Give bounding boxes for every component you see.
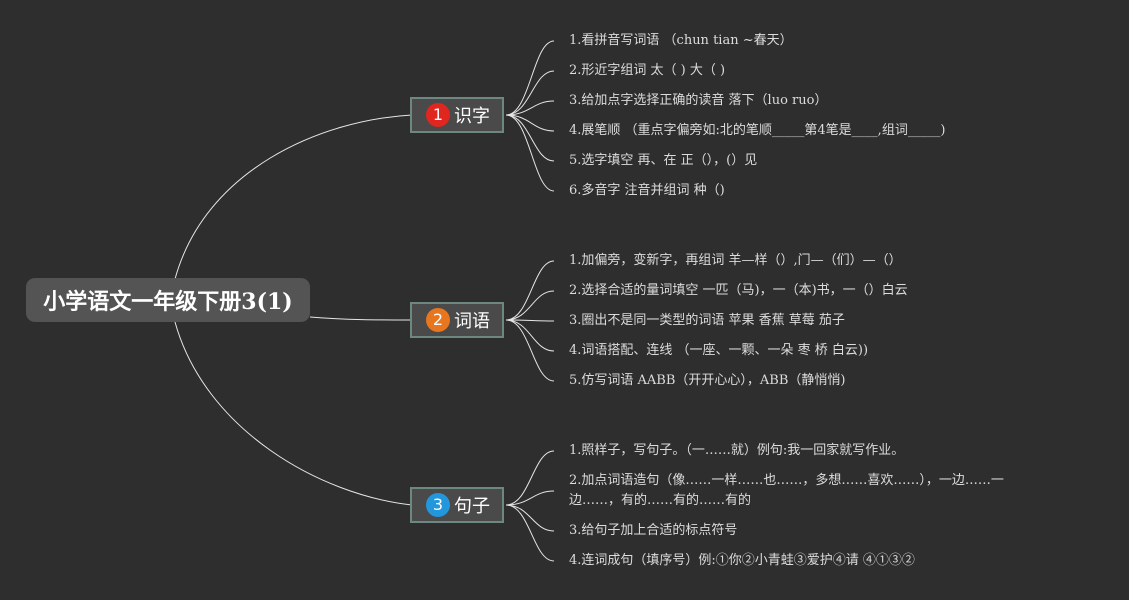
connector-b2-leaf-4 (505, 319, 555, 352)
connector-b3-leaf-4 (505, 504, 555, 562)
leaf-topic[interactable]: 1.照样子，写句子。（一……就）例句:我一回家就写作业。 (569, 443, 905, 458)
connector-b3-leaf-2 (505, 490, 555, 506)
connector-b2-leaf-5 (505, 319, 555, 382)
number-badge-3: 3 (426, 493, 450, 517)
connector-root-branch-1 (174, 114, 413, 280)
leaf-topic[interactable]: 3.给加点字选择正确的读音 落下（luo ruo） (569, 93, 828, 108)
connector-root-branch-3 (174, 321, 413, 506)
leaf-topic[interactable]: 1.看拼音写词语 （chun tian ~春天） (569, 33, 793, 48)
connector-b1-leaf-2 (505, 70, 555, 116)
connector-b3-leaf-3 (505, 504, 555, 532)
leaf-topic[interactable]: 2.形近字组词 太（ ) 大（ ) (569, 63, 726, 78)
connector-b2-leaf-1 (505, 260, 555, 321)
connector-b2-leaf-3 (505, 319, 555, 322)
branch-topic-words[interactable]: 2 词语 (410, 302, 504, 338)
branch-label: 词语 (454, 311, 490, 332)
number-badge-2: 2 (426, 308, 450, 332)
root-topic[interactable]: 小学语文一年级下册3(1) (26, 278, 310, 322)
leaf-topic[interactable]: 4.词语搭配、连线 （一座、一颗、一朵 枣 桥 白云)) (569, 343, 869, 358)
leaf-topic[interactable]: 4.展笔顺 （重点字偏旁如:北的笔顺_____第4笔是____,组词_____) (569, 123, 946, 138)
leaf-topic[interactable]: 2.选择合适的量词填空 一匹（马)，一（本)书，一（）白云 (569, 283, 908, 298)
branch-label: 识字 (454, 106, 490, 127)
branch-topic-sentences[interactable]: 3 句子 (410, 487, 504, 523)
root-topic-title: 小学语文一年级下册3(1) (43, 289, 293, 315)
connector-b1-leaf-6 (505, 114, 555, 192)
connector-b1-leaf-5 (505, 114, 555, 162)
connector-b1-leaf-1 (505, 40, 555, 116)
leaf-topic[interactable]: 5.选字填空 再、在 正（），(）见 (569, 153, 758, 168)
leaf-topic[interactable]: 6.多音字 注音并组词 种（) (569, 183, 725, 198)
connector-root-branch-2 (309, 316, 413, 321)
leaf-topic[interactable]: 1.加偏旁，变新字，再组词 羊—样（）,门—（们）—（） (569, 253, 902, 268)
leaf-topic[interactable]: 2.加点词语造句（像……一样……也……，多想……喜欢……），一边……一边……，有… (569, 473, 1004, 508)
connector-b3-leaf-1 (505, 450, 555, 506)
branch-label: 句子 (454, 496, 490, 517)
connector-b2-leaf-2 (505, 290, 555, 321)
connector-b1-leaf-3 (505, 100, 555, 116)
leaf-topic[interactable]: 4.连词成句（填序号）例:①你②小青蛙③爱护④请 ④①③② (569, 553, 915, 568)
leaf-topic[interactable]: 3.给句子加上合适的标点符号 (569, 523, 738, 538)
leaf-topic[interactable]: 5.仿写词语 AABB（开开心心），ABB（静悄悄) (569, 373, 846, 388)
leaf-topic[interactable]: 3.圈出不是同一类型的词语 苹果 香蕉 草莓 茄子 (569, 313, 845, 328)
branch-topic-characters[interactable]: 1 识字 (410, 97, 504, 133)
number-badge-1: 1 (426, 103, 450, 127)
